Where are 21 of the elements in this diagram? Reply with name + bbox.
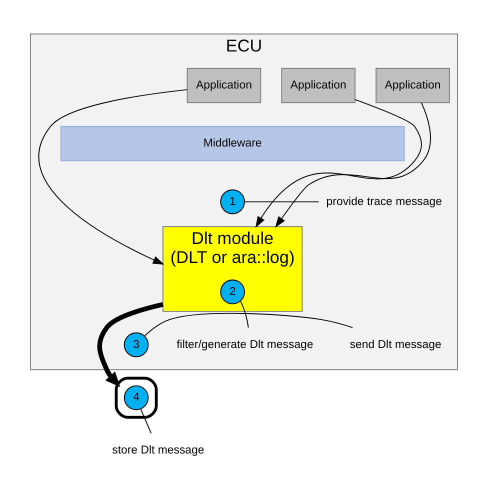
arrow [255, 99, 422, 228]
arrow [275, 102, 431, 228]
node-box: Application [281, 68, 356, 104]
node-text: filter/generate Dlt message [176, 338, 314, 351]
connector [244, 201, 320, 202]
connector [144, 312, 354, 336]
node-circle: 2 [220, 280, 245, 304]
node-circle: 1 [220, 189, 245, 214]
connector [140, 408, 152, 434]
node-circle: 3 [124, 332, 149, 358]
node-box: Application [376, 68, 450, 104]
node-text: store Dlt message [112, 444, 204, 457]
node-box: Application [186, 68, 262, 104]
node-text: provide trace message [326, 196, 442, 208]
cluster [114, 376, 158, 419]
arrow [97, 302, 164, 388]
arrow [38, 89, 188, 265]
node-box: Middleware [60, 126, 405, 162]
node-text: send Dlt message [350, 338, 442, 351]
node-circle: 4 [124, 385, 149, 410]
connector [240, 300, 249, 328]
